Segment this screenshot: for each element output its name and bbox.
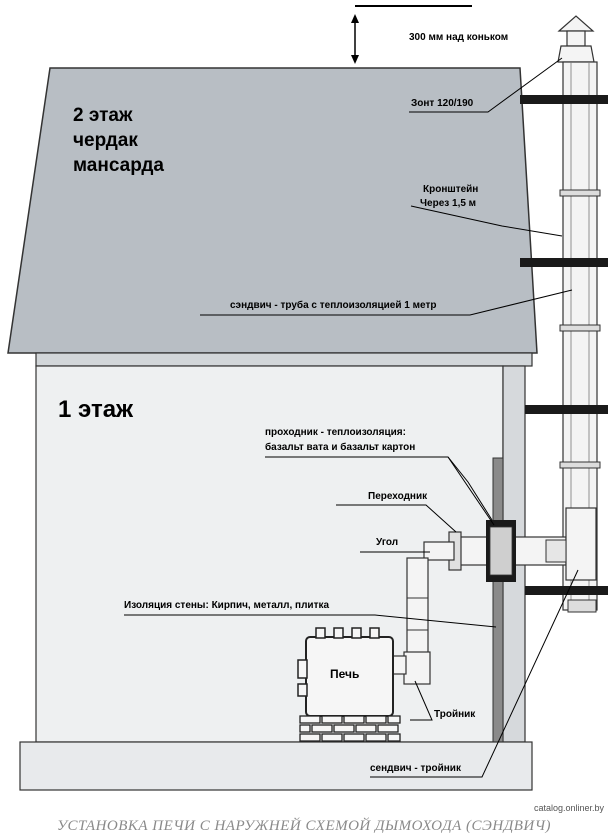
pass-through-label-line2: базальт вата и базальт картон: [265, 442, 416, 453]
leader-sandwich-pipe: [200, 289, 573, 316]
pipe-joint: [559, 461, 601, 469]
height-above-ridge-label: 300 мм над коньком: [409, 32, 509, 43]
sandwich-tee: [565, 507, 597, 581]
cap-label: Зонт 120/190: [411, 98, 474, 109]
tee-bracket: [545, 539, 567, 563]
watermark: catalog.onliner.by: [533, 803, 604, 813]
chimney-cap: [557, 15, 595, 32]
stove-tee: [403, 651, 431, 685]
attic-floor-label-line2: чердак: [73, 130, 138, 151]
elbow-label: Угол: [376, 537, 399, 548]
stove-elbow: [423, 541, 455, 561]
stove-burner: [369, 627, 380, 639]
leader-cap: [409, 57, 563, 113]
stove-burner: [351, 627, 362, 639]
bracket-label-line1: Кронштейн: [423, 184, 479, 195]
pipe-joint: [559, 324, 601, 332]
wall-bracket: [525, 405, 608, 414]
adapter-label: Переходник: [368, 491, 428, 502]
cap-base: [557, 45, 595, 63]
stove-door-handle: [297, 659, 308, 679]
leader-pass-through: [265, 456, 493, 521]
leader-tee: [410, 680, 433, 721]
diagram-caption: УСТАНОВКА ПЕЧИ С НАРУЖНЕЙ СХЕМОЙ ДЫМОХОД…: [56, 818, 552, 834]
attic-floor-label-line3: мансарда: [73, 155, 164, 176]
ground-floor-label: 1 этаж: [58, 396, 134, 423]
brick-base: [299, 715, 401, 742]
bracket-label-line2: Через 1,5 м: [420, 198, 477, 209]
leader-wall-insulation: [124, 614, 497, 628]
wall-bracket: [520, 95, 608, 104]
attic-floor-label-line1: 2 этаж: [73, 105, 133, 126]
leader-bracket: [410, 205, 563, 237]
arrow-head-up: [351, 14, 359, 23]
pipe-bottom-cap: [567, 599, 597, 613]
sandwich-pipe-label: сэндвич - труба с теплоизоляцией 1 метр: [230, 300, 437, 311]
pass-through-label-line1: проходник - теплоизоляция:: [265, 427, 406, 438]
wall-bracket: [525, 586, 608, 595]
leader-lines: [124, 57, 579, 778]
wall-insulation-label: Изоляция стены: Кирпич, металл, плитка: [124, 600, 330, 611]
leader-sandwich-tee: [370, 569, 579, 778]
eave: [35, 352, 533, 367]
leader-adapter: [336, 504, 457, 533]
cap-neck: [566, 30, 586, 47]
stove-burner: [333, 627, 344, 639]
arrow-head-down: [351, 55, 359, 64]
tee-label: Тройник: [434, 709, 476, 720]
stove-door-handle: [297, 683, 308, 697]
foundation: [19, 741, 533, 791]
sandwich-tee-label: сендвич - тройник: [370, 763, 461, 774]
wall-bracket: [520, 258, 608, 267]
pass-through-sleeve: [489, 526, 513, 576]
pipe-joint: [559, 189, 601, 197]
stove-label: Печь: [330, 667, 360, 681]
stove-burner: [315, 627, 326, 639]
wall-insulation-strip: [492, 457, 504, 743]
roof: [7, 67, 538, 354]
leader-pass-through-2: [447, 456, 495, 526]
